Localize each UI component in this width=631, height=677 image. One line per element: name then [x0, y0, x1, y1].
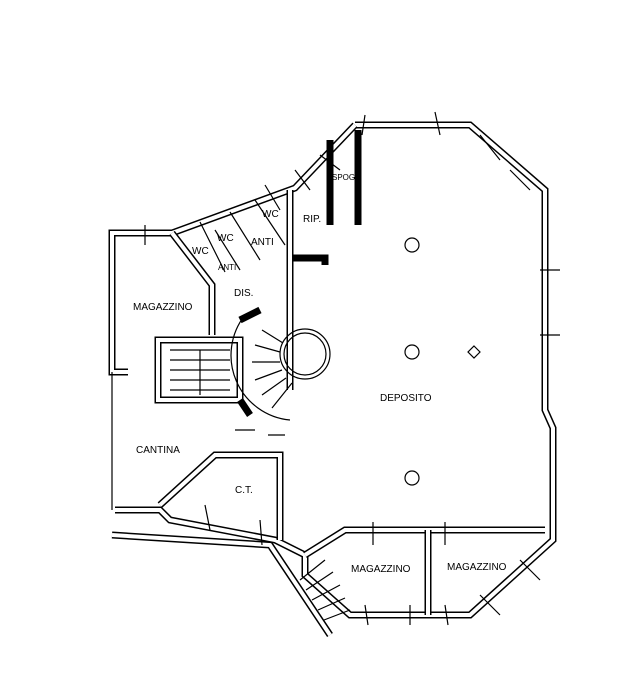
label-magazzino-left: MAGAZZINO [133, 302, 193, 313]
label-ct: C.T. [235, 485, 253, 496]
label-wc-3: WC [262, 209, 279, 220]
label-magazzino-bottom-1: MAGAZZINO [351, 564, 411, 575]
window-marks [144, 111, 560, 626]
spiral-staircase [230, 314, 331, 421]
label-wc-2: WC [217, 233, 234, 244]
label-wc-1: WC [192, 246, 209, 257]
label-rip: RIP. [303, 214, 321, 225]
label-anti-2: ANTI [251, 237, 274, 248]
label-dis: DIS. [234, 288, 253, 299]
partitions [111, 199, 446, 545]
label-deposito: DEPOSITO [380, 393, 432, 404]
straight-staircase [170, 349, 351, 621]
label-anti-1: ANTI [218, 263, 236, 272]
label-cantina: CANTINA [136, 445, 180, 456]
room-labels: WC WC WC ANTI ANTI SPOGL. RIP. DIS. MAGA… [133, 173, 507, 575]
label-spogl: SPOGL. [332, 173, 362, 182]
label-magazzino-bottom-2: MAGAZZINO [447, 562, 507, 573]
columns [404, 237, 481, 486]
walls [108, 121, 557, 637]
